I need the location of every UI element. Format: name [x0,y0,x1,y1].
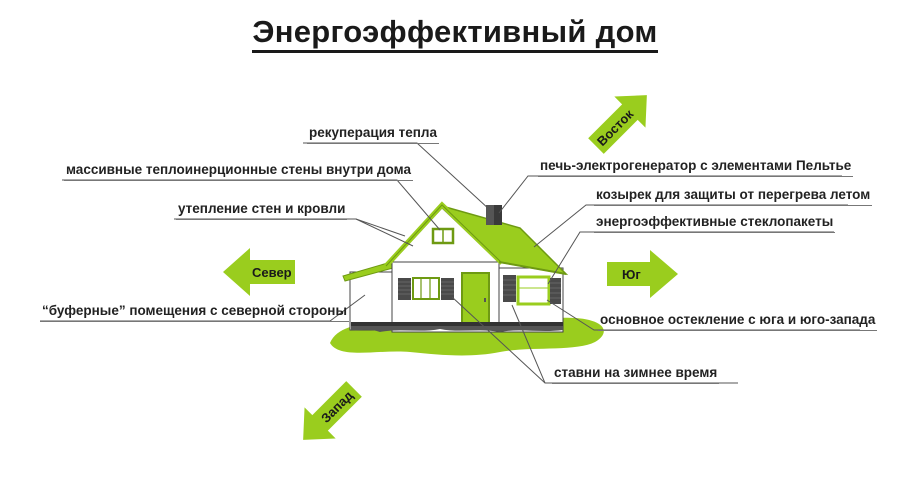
diagram-title: Энергоэффективный дом [0,14,910,53]
label-peltier-stove: печь-электрогенератор с элементами Пельт… [538,158,854,177]
north-arrow: Север [223,248,295,296]
south-label: Юг [622,267,641,282]
label-insulation: утепление стен и кровли [176,201,348,220]
north-label: Север [252,265,292,280]
west-arrow: Запад [303,381,362,440]
label-heat-recovery: рекуперация тепла [307,125,440,144]
foundation [351,322,563,326]
front-window [412,277,440,300]
east-arrow: Восток [588,95,647,154]
south-arrow: Юг [607,250,678,298]
shutter-left-2 [441,278,454,300]
shutter-left-1 [398,278,411,300]
label-shutters: ставни на зимнее время [552,365,720,384]
label-south-glazing: основное остекление с юга и юго-запада [598,312,878,331]
label-massive-walls: массивные теплоинерционные стены внутри … [64,162,413,181]
shutter-right-2 [550,278,561,304]
label-visor: козырек для защиты от перегрева летом [594,187,873,206]
title-text: Энергоэффективный дом [252,14,658,53]
south-window [516,275,551,306]
shutter-right-1 [503,275,516,302]
label-glazing-units: энергоэффективные стеклопакеты [594,214,836,233]
label-buffer-rooms: “буферные” помещения с северной стороны [40,303,349,322]
